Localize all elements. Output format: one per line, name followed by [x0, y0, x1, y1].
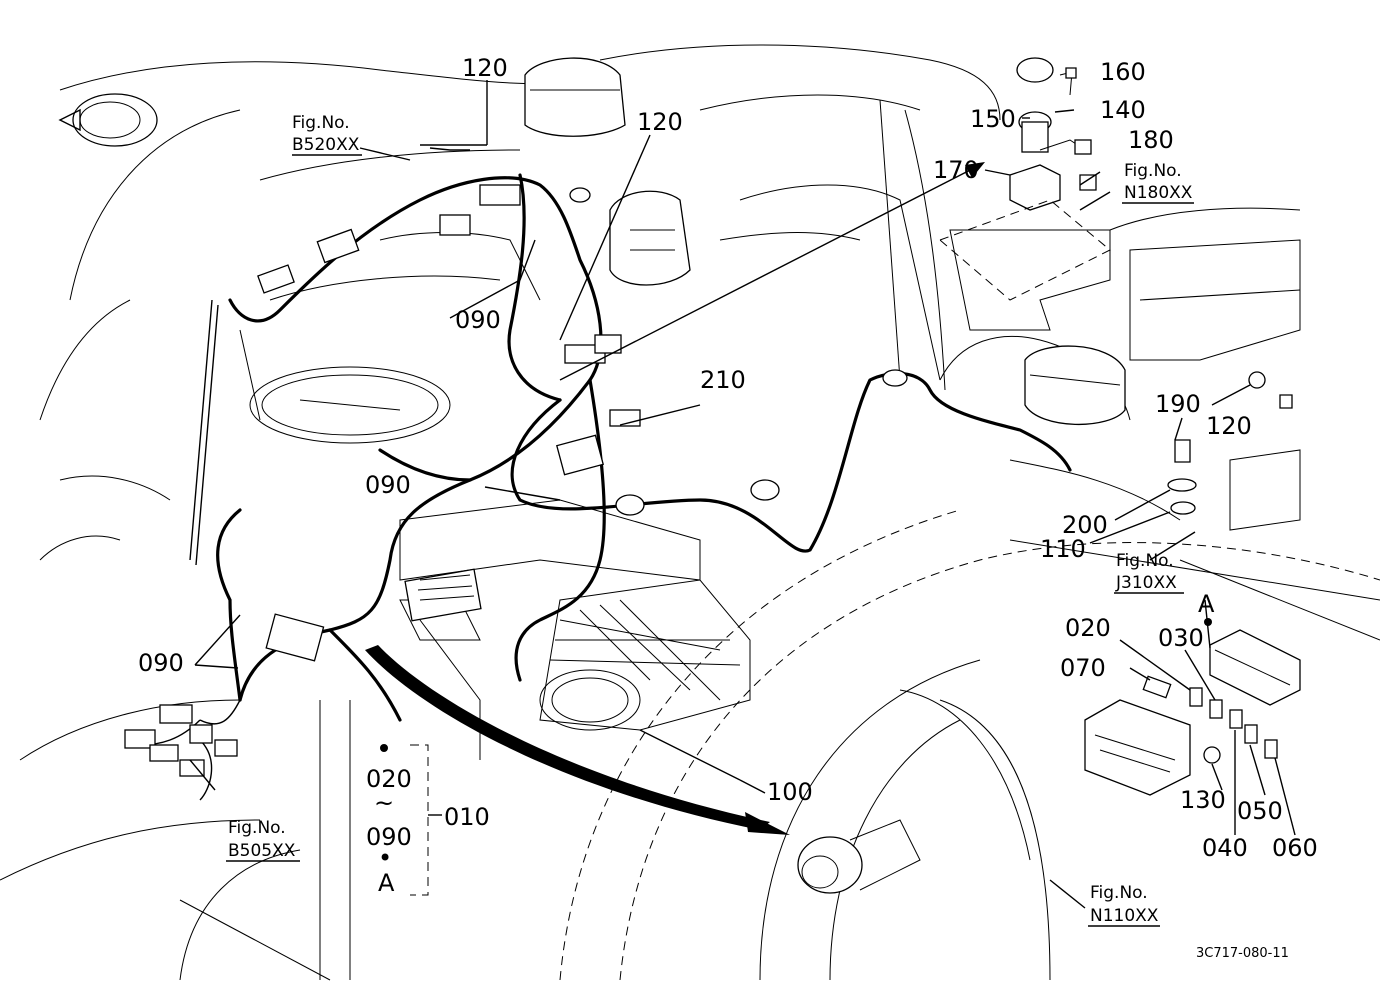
label-090-upper: 090 — [455, 306, 501, 334]
fig-b505-code: B505XX — [228, 841, 296, 861]
label-040: 040 — [1202, 834, 1248, 862]
label-090-middle: 090 — [365, 471, 411, 499]
fig-b505-label: Fig.No. — [228, 818, 286, 838]
fig-b520-code: B520XX — [292, 135, 360, 155]
tractor-outline — [0, 44, 1380, 981]
range-from: 020 — [366, 765, 412, 793]
label-020: 020 — [1065, 614, 1111, 642]
label-050: 050 — [1237, 797, 1283, 825]
label-030: 030 — [1158, 624, 1204, 652]
fig-j310-code: J310XX — [1115, 573, 1177, 593]
label-070: 070 — [1060, 654, 1106, 682]
fig-b520-label: Fig.No. — [292, 113, 350, 133]
label-060: 060 — [1272, 834, 1318, 862]
range-to: 090 — [366, 823, 412, 851]
range-dot: • — [378, 844, 392, 872]
label-180: 180 — [1128, 126, 1174, 154]
fig-n110-code: N110XX — [1090, 906, 1159, 926]
label-170: 170 — [933, 156, 979, 184]
label-120-center: 120 — [637, 108, 683, 136]
fig-n110-label: Fig.No. — [1090, 883, 1148, 903]
label-010: 010 — [444, 803, 490, 831]
label-100: 100 — [767, 778, 813, 806]
wiring-harness — [124, 173, 1072, 801]
fig-n180-code: N180XX — [1124, 183, 1193, 203]
label-210: 210 — [700, 366, 746, 394]
label-140: 140 — [1100, 96, 1146, 124]
label-200: 200 — [1062, 511, 1108, 539]
label-190: 190 — [1155, 390, 1201, 418]
part-number-labels: 120 120 120 090 090 090 210 150 160 140 … — [138, 54, 1318, 897]
label-120-right: 120 — [1206, 412, 1252, 440]
fig-n180-label: Fig.No. — [1124, 161, 1182, 181]
label-130: 130 — [1180, 786, 1226, 814]
range-tilde: ~ — [374, 789, 394, 817]
label-160: 160 — [1100, 58, 1146, 86]
figure-references: Fig.No. B520XX Fig.No. N180XX Fig.No. J3… — [226, 113, 1194, 927]
label-090-lower: 090 — [138, 649, 184, 677]
drawing-code: 3C717-080-11 — [1196, 946, 1289, 961]
label-110: 110 — [1040, 535, 1086, 563]
fig-j310-label: Fig.No. — [1116, 551, 1174, 571]
label-150: 150 — [970, 105, 1016, 133]
marker-a: A — [1198, 590, 1215, 618]
range-a: A — [378, 869, 395, 897]
label-120-top: 120 — [462, 54, 508, 82]
leader-lines — [189, 80, 1296, 909]
